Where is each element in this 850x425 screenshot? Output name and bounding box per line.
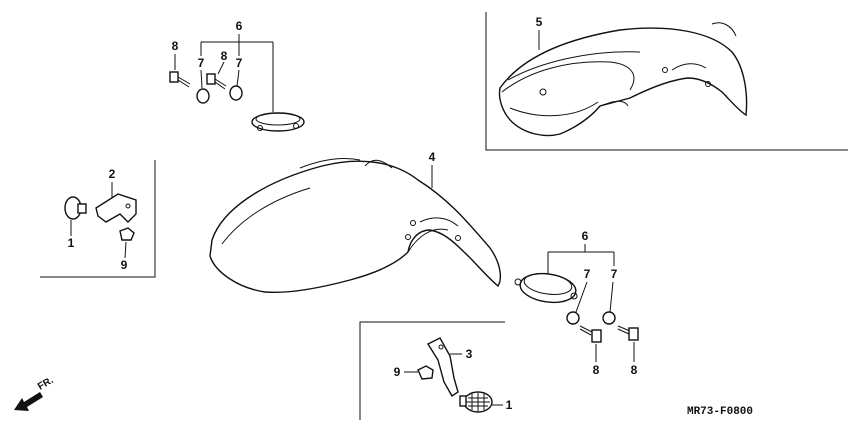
callout-top-grommet-set: 6: [236, 19, 243, 33]
callout-right-reflector: 1: [506, 398, 513, 412]
right-nut-part: [417, 365, 434, 380]
left-stay-inset-frame: [40, 160, 156, 278]
top-bolt-b-part: [206, 73, 227, 90]
right-collar-b-part: [602, 311, 616, 325]
right-bolt-a-part: [579, 325, 602, 343]
callout-right-bolt-a: 8: [593, 363, 600, 377]
right-reflector-part: [459, 391, 493, 413]
rear-fender-inset-frame: [485, 12, 848, 151]
right-bolt-b-part: [617, 325, 639, 341]
top-collar-a-part: [196, 88, 210, 104]
front-fender-part: [209, 157, 502, 294]
callout-right-grommet-set: 6: [582, 229, 589, 243]
rear-fender-part: [498, 22, 748, 137]
right-stay-inset-frame: [359, 321, 505, 420]
callout-right-bolt-b: 8: [631, 363, 638, 377]
callout-left-stay: 2: [109, 167, 116, 181]
top-grommet-ring-part: [251, 112, 305, 132]
left-reflector-part: [64, 196, 87, 220]
top-bolt-a-part: [169, 71, 191, 88]
front-direction-arrow-icon: [14, 392, 43, 411]
callout-top-collar-a: 7: [198, 56, 205, 70]
callout-right-stay: 3: [466, 347, 473, 361]
left-stay-part: [95, 193, 137, 223]
callout-left-reflector: 1: [68, 236, 75, 250]
leader-lines: [70, 30, 635, 406]
callout-top-bolt-a: 8: [172, 39, 179, 53]
callout-rear-fender: 5: [536, 15, 543, 29]
right-stay-part: [426, 337, 459, 397]
callout-top-bolt-b: 8: [221, 49, 228, 63]
right-grommet-ring-part: [514, 272, 578, 304]
top-collar-b-part: [229, 85, 243, 101]
left-nut-part: [119, 227, 135, 241]
callout-top-collar-b: 7: [236, 56, 243, 70]
callout-left-nut: 9: [121, 258, 128, 272]
callout-front-fender: 4: [429, 150, 436, 164]
callout-right-collar-a: 7: [584, 267, 591, 281]
right-collar-a-part: [566, 311, 580, 325]
callout-right-nut: 9: [394, 365, 401, 379]
direction-label: FR.: [36, 375, 56, 393]
callout-right-collar-b: 7: [611, 267, 618, 281]
diagram-code: MR73-F0800: [687, 406, 753, 418]
